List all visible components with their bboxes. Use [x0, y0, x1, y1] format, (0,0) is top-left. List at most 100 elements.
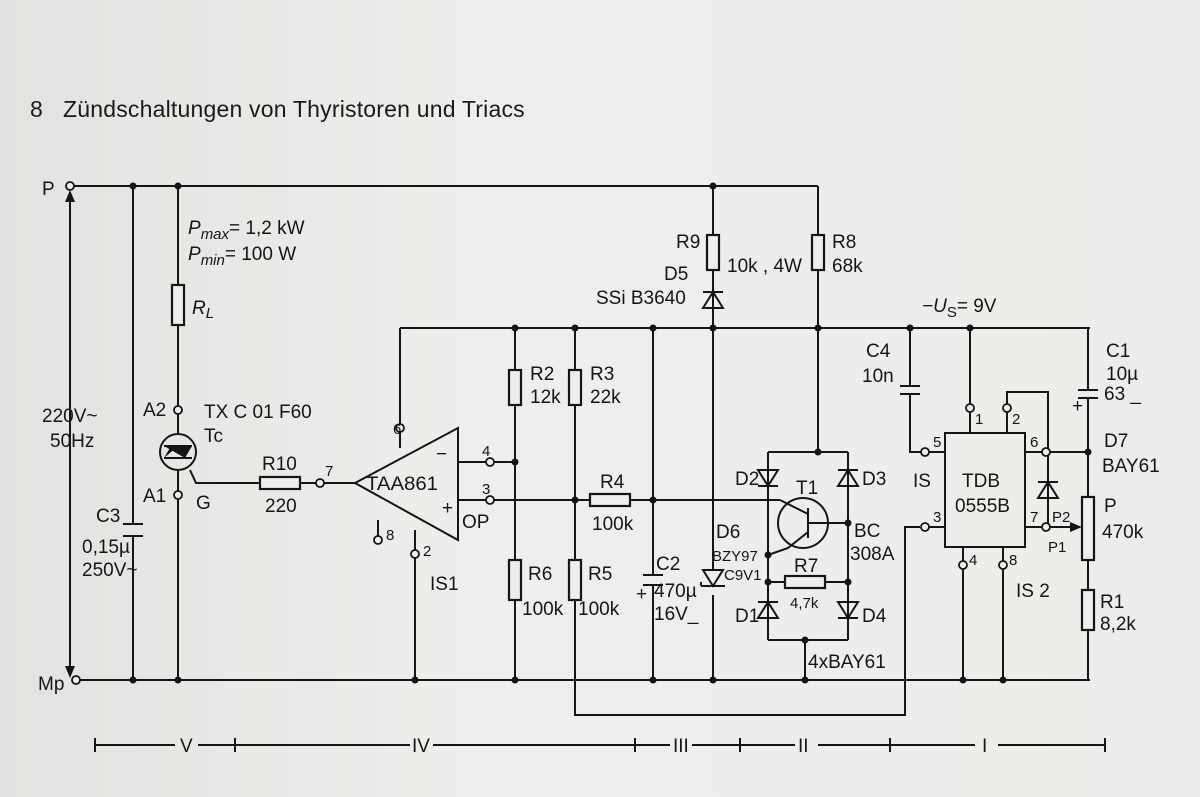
c1-rating: 63 _ — [1104, 384, 1141, 405]
triac-type: TX C 01 F60 — [204, 402, 312, 423]
c1-value: 10µ — [1106, 364, 1138, 385]
is2-pin7: 7 — [1030, 509, 1038, 526]
d1-name: D1 — [735, 606, 759, 627]
is2-pin6: 6 — [1030, 434, 1038, 451]
d6-type2: C9V1 — [724, 567, 762, 584]
supply-label: −US= 9V — [922, 296, 997, 321]
d2-name: D2 — [735, 469, 759, 490]
d6-name: D6 — [716, 522, 740, 543]
is2-type2: 0555B — [955, 496, 1010, 517]
wiper-arrow — [1070, 522, 1082, 532]
r3-value: 22k — [590, 387, 621, 408]
r4-name: R4 — [600, 472, 625, 493]
is2-pin4: 4 — [969, 552, 977, 569]
c2-rating: 16V_ — [654, 604, 699, 625]
section-iii: III — [673, 736, 689, 757]
capacitor-c3 — [123, 523, 143, 537]
section-i: I — [982, 736, 987, 757]
r1-value: 8,2k — [1100, 614, 1136, 635]
is1-pin8: 8 — [386, 527, 394, 544]
r2-name: R2 — [530, 364, 554, 385]
p-name: P — [1104, 496, 1117, 517]
wires — [65, 185, 1090, 716]
is1-pin6: 6 — [393, 421, 401, 438]
resistor-r1 — [1080, 588, 1096, 632]
c2-plus: + — [636, 584, 647, 605]
r10-name: R10 — [262, 454, 297, 475]
resistor-r2 — [507, 368, 523, 407]
c1-plus: + — [1072, 396, 1083, 417]
r6-name: R6 — [528, 564, 552, 585]
ic-is2 — [944, 432, 1026, 548]
r2-value: 12k — [530, 387, 561, 408]
resistor-rl — [170, 283, 186, 327]
r4-value: 100k — [592, 514, 634, 535]
d4-name: D4 — [862, 606, 887, 627]
d6-type: BZY97 — [712, 548, 758, 565]
zener-d6 — [700, 569, 725, 588]
is1-pin4: 4 — [482, 443, 490, 460]
d3-name: D3 — [862, 469, 886, 490]
d5-name: D5 — [664, 264, 688, 285]
junctions — [129, 182, 1092, 684]
is1-pin3: 3 — [482, 481, 490, 498]
section-v: V — [180, 736, 193, 757]
resistor-r4 — [588, 492, 632, 508]
resistor-r7 — [783, 574, 827, 590]
is1-type: TAA861 — [366, 474, 438, 495]
diode-d5 — [701, 290, 725, 309]
c3-rating: 250V~ — [82, 560, 137, 581]
r5-value: 100k — [578, 599, 620, 620]
r9-name: R9 — [676, 232, 700, 253]
resistor-r5 — [567, 558, 583, 602]
terminals — [65, 181, 1051, 685]
c3-value: 0,15µ — [82, 537, 130, 558]
pmin-label: Pmin= 100 W — [188, 244, 296, 269]
triac-a1-label: A1 — [143, 486, 166, 507]
resistor-r8 — [810, 233, 826, 272]
r8-value: 68k — [832, 256, 863, 277]
pmax-label: Pmax= 1,2 kW — [188, 218, 305, 243]
capacitor-c1 — [1078, 389, 1098, 399]
is1-op: OP — [462, 512, 489, 533]
opamp-is1 — [352, 426, 459, 542]
r10-pin7: 7 — [325, 463, 333, 480]
is1-plus: + — [442, 498, 453, 519]
is1-name: IS1 — [430, 574, 459, 595]
resistor-r9 — [705, 233, 721, 272]
d5-type: SSi B3640 — [596, 288, 686, 309]
chapter-title: Zündschaltungen von Thyristoren und Tria… — [63, 96, 525, 122]
bridge-diodes-type: 4xBAY61 — [808, 652, 886, 673]
r1-name: R1 — [1100, 592, 1124, 613]
triac-g-label: G — [196, 493, 211, 514]
is2-name: IS 2 — [1016, 581, 1050, 602]
is1-minus: − — [436, 444, 447, 465]
is2-label: IS — [913, 471, 931, 492]
r10-value: 220 — [265, 496, 297, 517]
section-iv: IV — [412, 736, 430, 757]
section-ii: II — [798, 736, 809, 757]
is2-pin8: 8 — [1009, 552, 1017, 569]
r5-name: R5 — [588, 564, 612, 585]
diode-d4 — [836, 601, 860, 620]
p-value: 470k — [1102, 522, 1144, 543]
t1-type: BC — [854, 521, 880, 542]
r8-name: R8 — [832, 232, 856, 253]
section-scale: V IV III II I — [94, 736, 1106, 757]
node-mp-label: Mp — [38, 674, 64, 695]
capacitor-c4 — [900, 385, 920, 395]
c3-name: C3 — [96, 506, 120, 527]
diode-d1 — [756, 600, 780, 619]
c4-value: 10n — [862, 366, 894, 387]
triac-a2-label: A2 — [143, 400, 166, 421]
mains-voltage: 220V~ — [42, 406, 97, 427]
is2-pin3: 3 — [933, 509, 941, 526]
p2-label: P2 — [1052, 509, 1070, 526]
diode-d3 — [836, 468, 860, 487]
capacitor-c2 — [643, 574, 663, 586]
t1-type2: 308A — [850, 544, 895, 565]
potentiometer-p — [1080, 495, 1096, 562]
